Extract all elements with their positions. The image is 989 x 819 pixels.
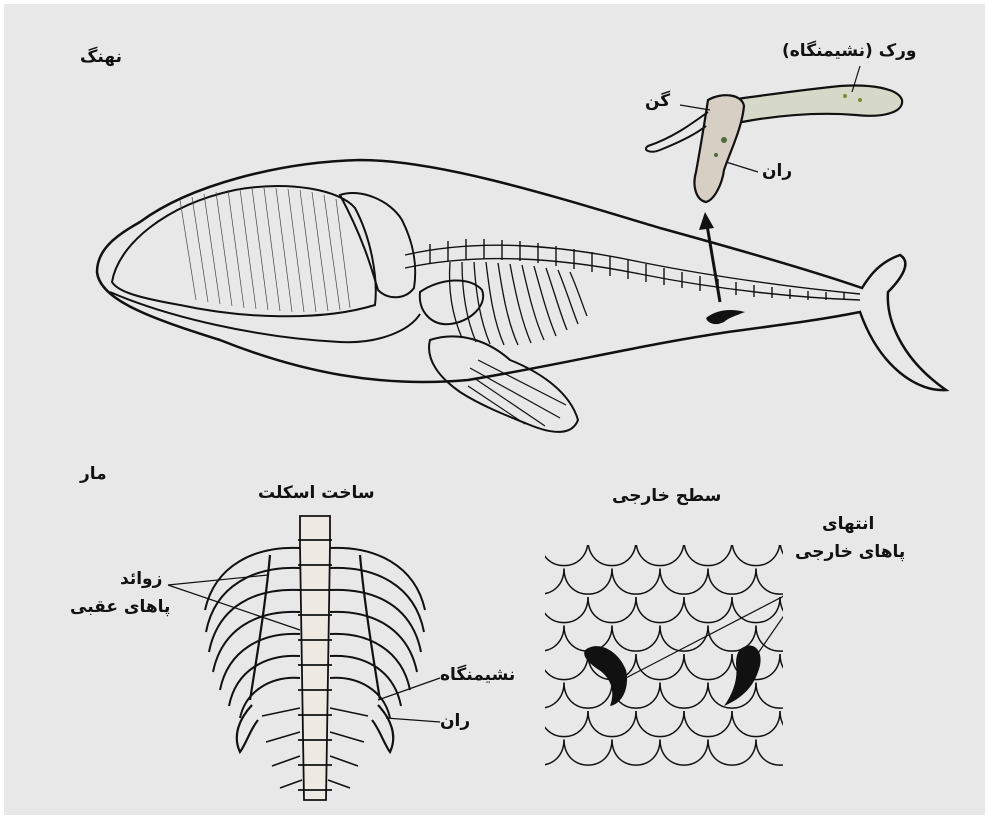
snake-spur-left bbox=[237, 705, 258, 752]
femur-bone bbox=[694, 95, 744, 202]
snake-skeleton-illustration bbox=[168, 516, 440, 800]
scale bbox=[540, 597, 588, 623]
snake-title: مار bbox=[80, 465, 107, 485]
snake-pelvis-label: نشیمنگاه bbox=[440, 666, 515, 686]
snake-ribs-left bbox=[205, 548, 300, 718]
scale bbox=[708, 569, 756, 595]
external-legs-label-line2: پاهای خارجی bbox=[795, 543, 905, 563]
scale bbox=[516, 626, 564, 652]
scale bbox=[804, 626, 852, 652]
external-leg-spur-right bbox=[724, 645, 761, 706]
snake-spurs-label-line1: زوائد bbox=[120, 570, 162, 590]
scale bbox=[780, 654, 828, 680]
whale-flipper bbox=[429, 336, 578, 432]
whale-pelvis-arrow bbox=[707, 225, 720, 302]
whale-femur-label: ران bbox=[762, 162, 792, 182]
scale bbox=[612, 740, 660, 766]
whale-baleen-outline bbox=[112, 186, 376, 316]
scale bbox=[804, 569, 852, 595]
whale-baleen-plates bbox=[180, 188, 350, 312]
scale bbox=[684, 540, 732, 566]
whale-pelvis-arrowhead bbox=[699, 212, 714, 230]
whale-skull bbox=[340, 193, 415, 297]
scale bbox=[516, 569, 564, 595]
scale bbox=[540, 711, 588, 737]
scale bbox=[564, 626, 612, 652]
scale bbox=[612, 569, 660, 595]
scale bbox=[828, 711, 876, 737]
scale bbox=[636, 711, 684, 737]
scale bbox=[828, 597, 876, 623]
scale bbox=[732, 711, 780, 737]
external-leg-spur-left bbox=[584, 646, 627, 706]
snake-scales bbox=[492, 540, 900, 765]
scale bbox=[540, 654, 588, 680]
whale-hip-label: گن bbox=[645, 92, 670, 112]
scale bbox=[564, 569, 612, 595]
scale bbox=[588, 540, 636, 566]
scale bbox=[516, 683, 564, 709]
scale bbox=[780, 597, 828, 623]
ilium-spur bbox=[646, 112, 708, 152]
scale bbox=[564, 740, 612, 766]
scale bbox=[804, 740, 852, 766]
snake-ribs-right bbox=[330, 548, 425, 718]
scale bbox=[564, 683, 612, 709]
scale bbox=[612, 626, 660, 652]
scale bbox=[684, 654, 732, 680]
whale-body-outline bbox=[97, 160, 946, 390]
snake-spurs-label-line2: پاهای عقبی bbox=[70, 598, 170, 618]
scale bbox=[756, 626, 804, 652]
snake-pelvis-right bbox=[360, 555, 380, 700]
whale-title: نهنگ bbox=[80, 48, 122, 68]
scale bbox=[660, 569, 708, 595]
snake-skin-illustration bbox=[492, 540, 900, 765]
scale bbox=[852, 683, 900, 709]
whale-ribs bbox=[450, 262, 588, 345]
scale bbox=[660, 740, 708, 766]
snake-skeleton-title: ساخت اسکلت bbox=[258, 484, 375, 504]
scale bbox=[804, 683, 852, 709]
scale bbox=[684, 597, 732, 623]
scale bbox=[780, 711, 828, 737]
snake-surface-title: سطح خارجی bbox=[612, 487, 721, 507]
whale-pelvis-closeup bbox=[646, 66, 902, 202]
pelvic-bone bbox=[727, 86, 902, 123]
scale bbox=[756, 740, 804, 766]
whale-vestigial-pelvis bbox=[706, 310, 745, 324]
scale bbox=[588, 597, 636, 623]
scale bbox=[492, 597, 540, 623]
scale bbox=[636, 654, 684, 680]
scale bbox=[708, 740, 756, 766]
scale bbox=[852, 626, 900, 652]
scale bbox=[516, 740, 564, 766]
scale bbox=[852, 740, 900, 766]
snake-femur-label: ران bbox=[440, 712, 470, 732]
scale bbox=[540, 540, 588, 566]
scale bbox=[756, 569, 804, 595]
whale-illustration bbox=[97, 66, 946, 432]
scale bbox=[636, 540, 684, 566]
scale bbox=[588, 711, 636, 737]
scale bbox=[660, 683, 708, 709]
whale-pelvis-label: ورک (نشیمنگاه) bbox=[782, 42, 916, 62]
external-legs-label-line1: انتهای bbox=[822, 515, 874, 535]
scale bbox=[852, 569, 900, 595]
scale bbox=[684, 711, 732, 737]
scale bbox=[732, 540, 780, 566]
whale-vertebral-column bbox=[405, 239, 860, 300]
scale bbox=[636, 597, 684, 623]
snake-vertebral-column bbox=[298, 516, 332, 800]
scale bbox=[492, 540, 540, 566]
snake-spur-right bbox=[372, 705, 393, 752]
scale bbox=[492, 711, 540, 737]
scale bbox=[756, 683, 804, 709]
scale bbox=[828, 654, 876, 680]
